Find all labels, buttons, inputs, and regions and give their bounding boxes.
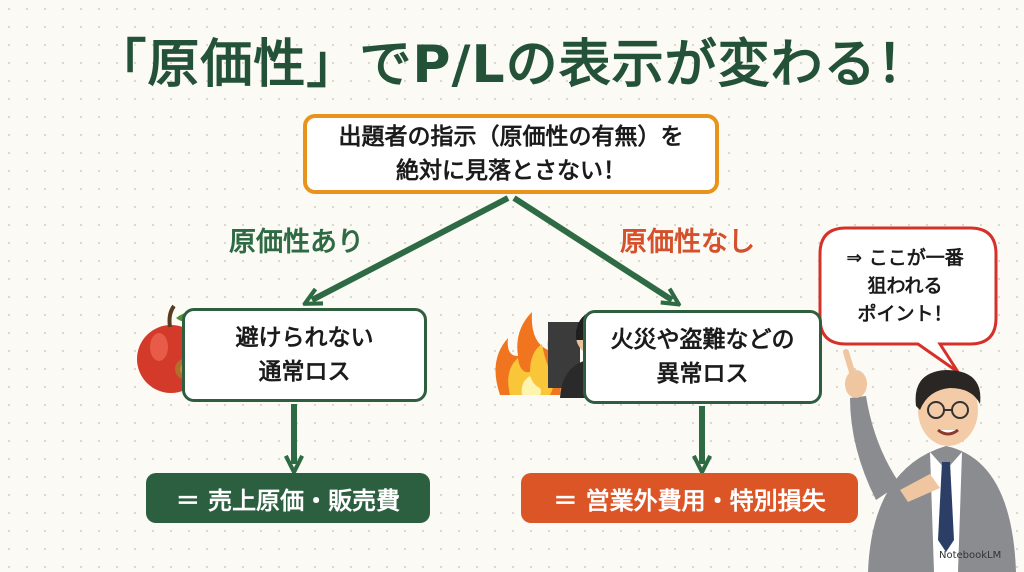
branch-arrow-left (312, 195, 510, 300)
normal-loss-box: 避けられない 通常ロス (182, 308, 427, 402)
callout-line-3: ポイント！ (857, 303, 953, 325)
abnormal-loss-line-1: 火災や盗難などの (610, 327, 795, 353)
branch-label-with-cost: 原価性あり (229, 227, 364, 258)
callout-line-2: 狙われる (867, 275, 943, 297)
fire-icon (495, 312, 563, 395)
result-cost-of-sales: ＝ 売上原価・販売費 (146, 473, 430, 523)
instruction-line-1: 出題者の指示（原価性の有無）を (338, 124, 684, 150)
callout-line-1: ⇒ ここが一番 (846, 247, 964, 269)
normal-loss-line-2: 通常ロス (258, 359, 351, 385)
teacher-illustration (843, 349, 1016, 572)
notebooklm-badge: NotebookLM (939, 550, 1002, 561)
page-title: 「原価性」でP/Lの表示が変わる！ (94, 35, 930, 95)
callout-bubble (818, 226, 998, 374)
result-non-operating-expense: ＝ 営業外費用・特別損失 (521, 473, 858, 523)
branch-label-without-cost: 原価性なし (620, 227, 755, 258)
instruction-box: 出題者の指示（原価性の有無）を 絶対に見落とさない！ (303, 114, 719, 194)
branch-arrow-right (512, 195, 672, 300)
normal-loss-line-1: 避けられない (235, 325, 374, 351)
abnormal-loss-box: 火災や盗難などの 異常ロス (583, 310, 822, 404)
callout-text: ⇒ ここが一番 狙われる ポイント！ (828, 244, 982, 328)
abnormal-loss-line-2: 異常ロス (656, 361, 749, 387)
instruction-line-2: 絶対に見落とさない！ (396, 158, 626, 184)
